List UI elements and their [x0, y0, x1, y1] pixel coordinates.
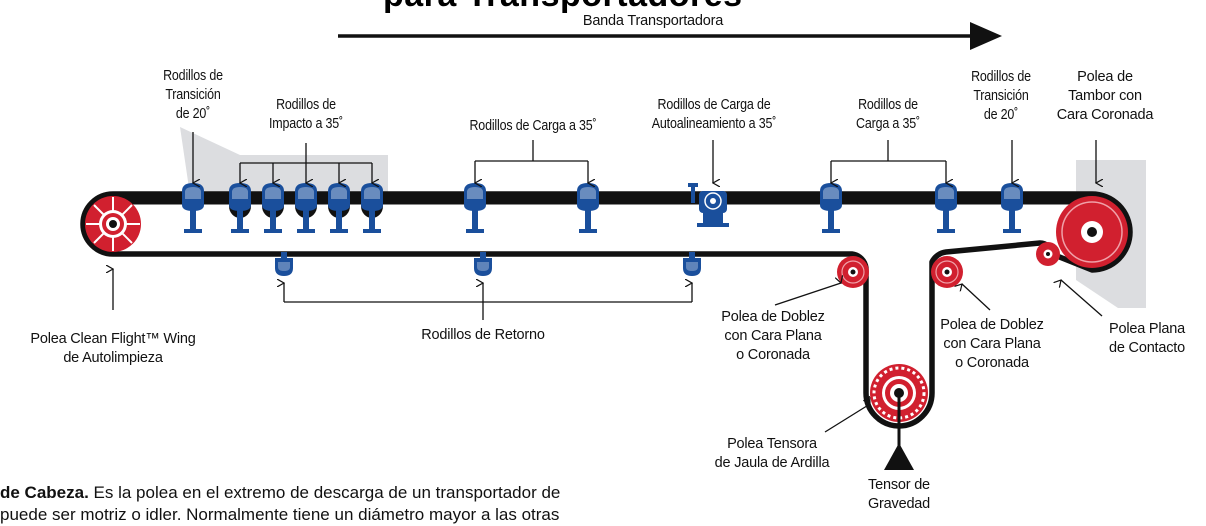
snub-pulley — [1036, 242, 1060, 266]
page-title-fragment: para Transportadores — [383, 0, 743, 12]
description-line-1: de Cabeza. Es la polea en el extremo de … — [0, 482, 560, 504]
impact-roller-2 — [262, 183, 284, 233]
label-return-rollers: Rodillos de Retorno — [421, 327, 545, 343]
carry-roller-mid-1 — [464, 183, 486, 233]
carry-roller-mid-2 — [577, 183, 599, 233]
description-line-2: puede ser motriz o idler. Normalmente ti… — [0, 505, 560, 524]
label-carry-rollers-mid: Rodillos de Carga a 35˚ — [469, 118, 597, 134]
bend-pulley-right — [931, 256, 963, 288]
description-bold: de Cabeza. — [0, 483, 89, 502]
carry-roller-right-2 — [935, 183, 957, 233]
description-line-1-rest: Es la polea en el extremo de descarga de… — [88, 483, 561, 502]
transition-roller-right — [1001, 183, 1023, 233]
carry-roller-right-1 — [820, 183, 842, 233]
loading-zone-shade — [180, 127, 388, 195]
leader-lines — [113, 132, 1102, 433]
transition-roller-left — [182, 183, 204, 233]
belt-direction-label: Banda Transportadora — [582, 13, 724, 29]
self-aligning-roller — [688, 183, 729, 227]
head-drum-pulley — [1056, 196, 1128, 268]
conveyor-belt — [80, 191, 1133, 429]
belt-direction-arrowhead — [970, 22, 1002, 50]
impact-roller-5 — [361, 183, 383, 233]
carry-rollers — [182, 183, 1023, 233]
impact-roller-1 — [229, 183, 251, 233]
bend-pulley-left — [837, 256, 869, 288]
impact-roller-4 — [328, 183, 350, 233]
gravity-takeup-weight — [884, 443, 914, 470]
impact-roller-3 — [295, 183, 317, 233]
wing-pulley — [85, 196, 141, 252]
